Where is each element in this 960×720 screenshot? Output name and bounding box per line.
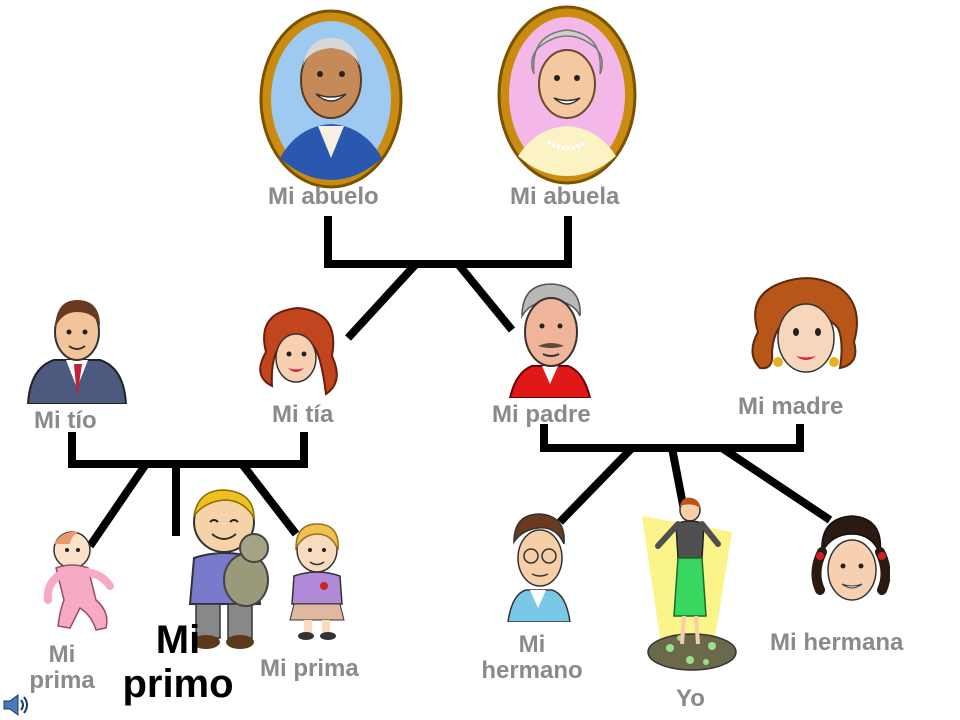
label-yo: Yo (676, 685, 705, 712)
label-prima-baby-line2: prima (29, 667, 95, 695)
padre-portrait (508, 283, 592, 398)
tia-portrait (259, 306, 338, 396)
speaker-icon[interactable] (2, 692, 32, 718)
tio-portrait (26, 300, 128, 404)
label-primo-line2: primo (122, 662, 234, 706)
hermana-portrait (811, 515, 890, 601)
label-prima-baby: Mi prima (18, 641, 106, 695)
hermano-portrait (507, 513, 571, 622)
label-abuelo: Mi abuelo (268, 183, 379, 210)
label-hermano-line2: hermano (481, 657, 583, 685)
label-prima-baby-line1: Mi (48, 641, 76, 668)
label-madre: Mi madre (738, 393, 844, 420)
yo-portrait (642, 497, 737, 671)
label-padre: Mi padre (492, 401, 591, 428)
label-hermana: Mi hermana (770, 629, 904, 656)
abuela-portrait (497, 5, 637, 185)
label-primo: Mi primo (110, 618, 246, 706)
label-hermano: Mi hermano (470, 631, 594, 685)
primo-portrait (188, 489, 269, 649)
label-tia: Mi tía (272, 401, 334, 428)
label-primo-line1: Mi (155, 618, 201, 662)
madre-portrait (751, 277, 858, 373)
label-abuela: Mi abuela (510, 183, 620, 210)
abuelo-portrait (259, 9, 403, 189)
prima-baby-portrait (43, 531, 114, 631)
label-tio: Mi tío (34, 407, 97, 434)
prima-portrait (289, 523, 345, 640)
label-hermano-line1: Mi (518, 631, 546, 658)
label-prima: Mi prima (260, 655, 359, 682)
